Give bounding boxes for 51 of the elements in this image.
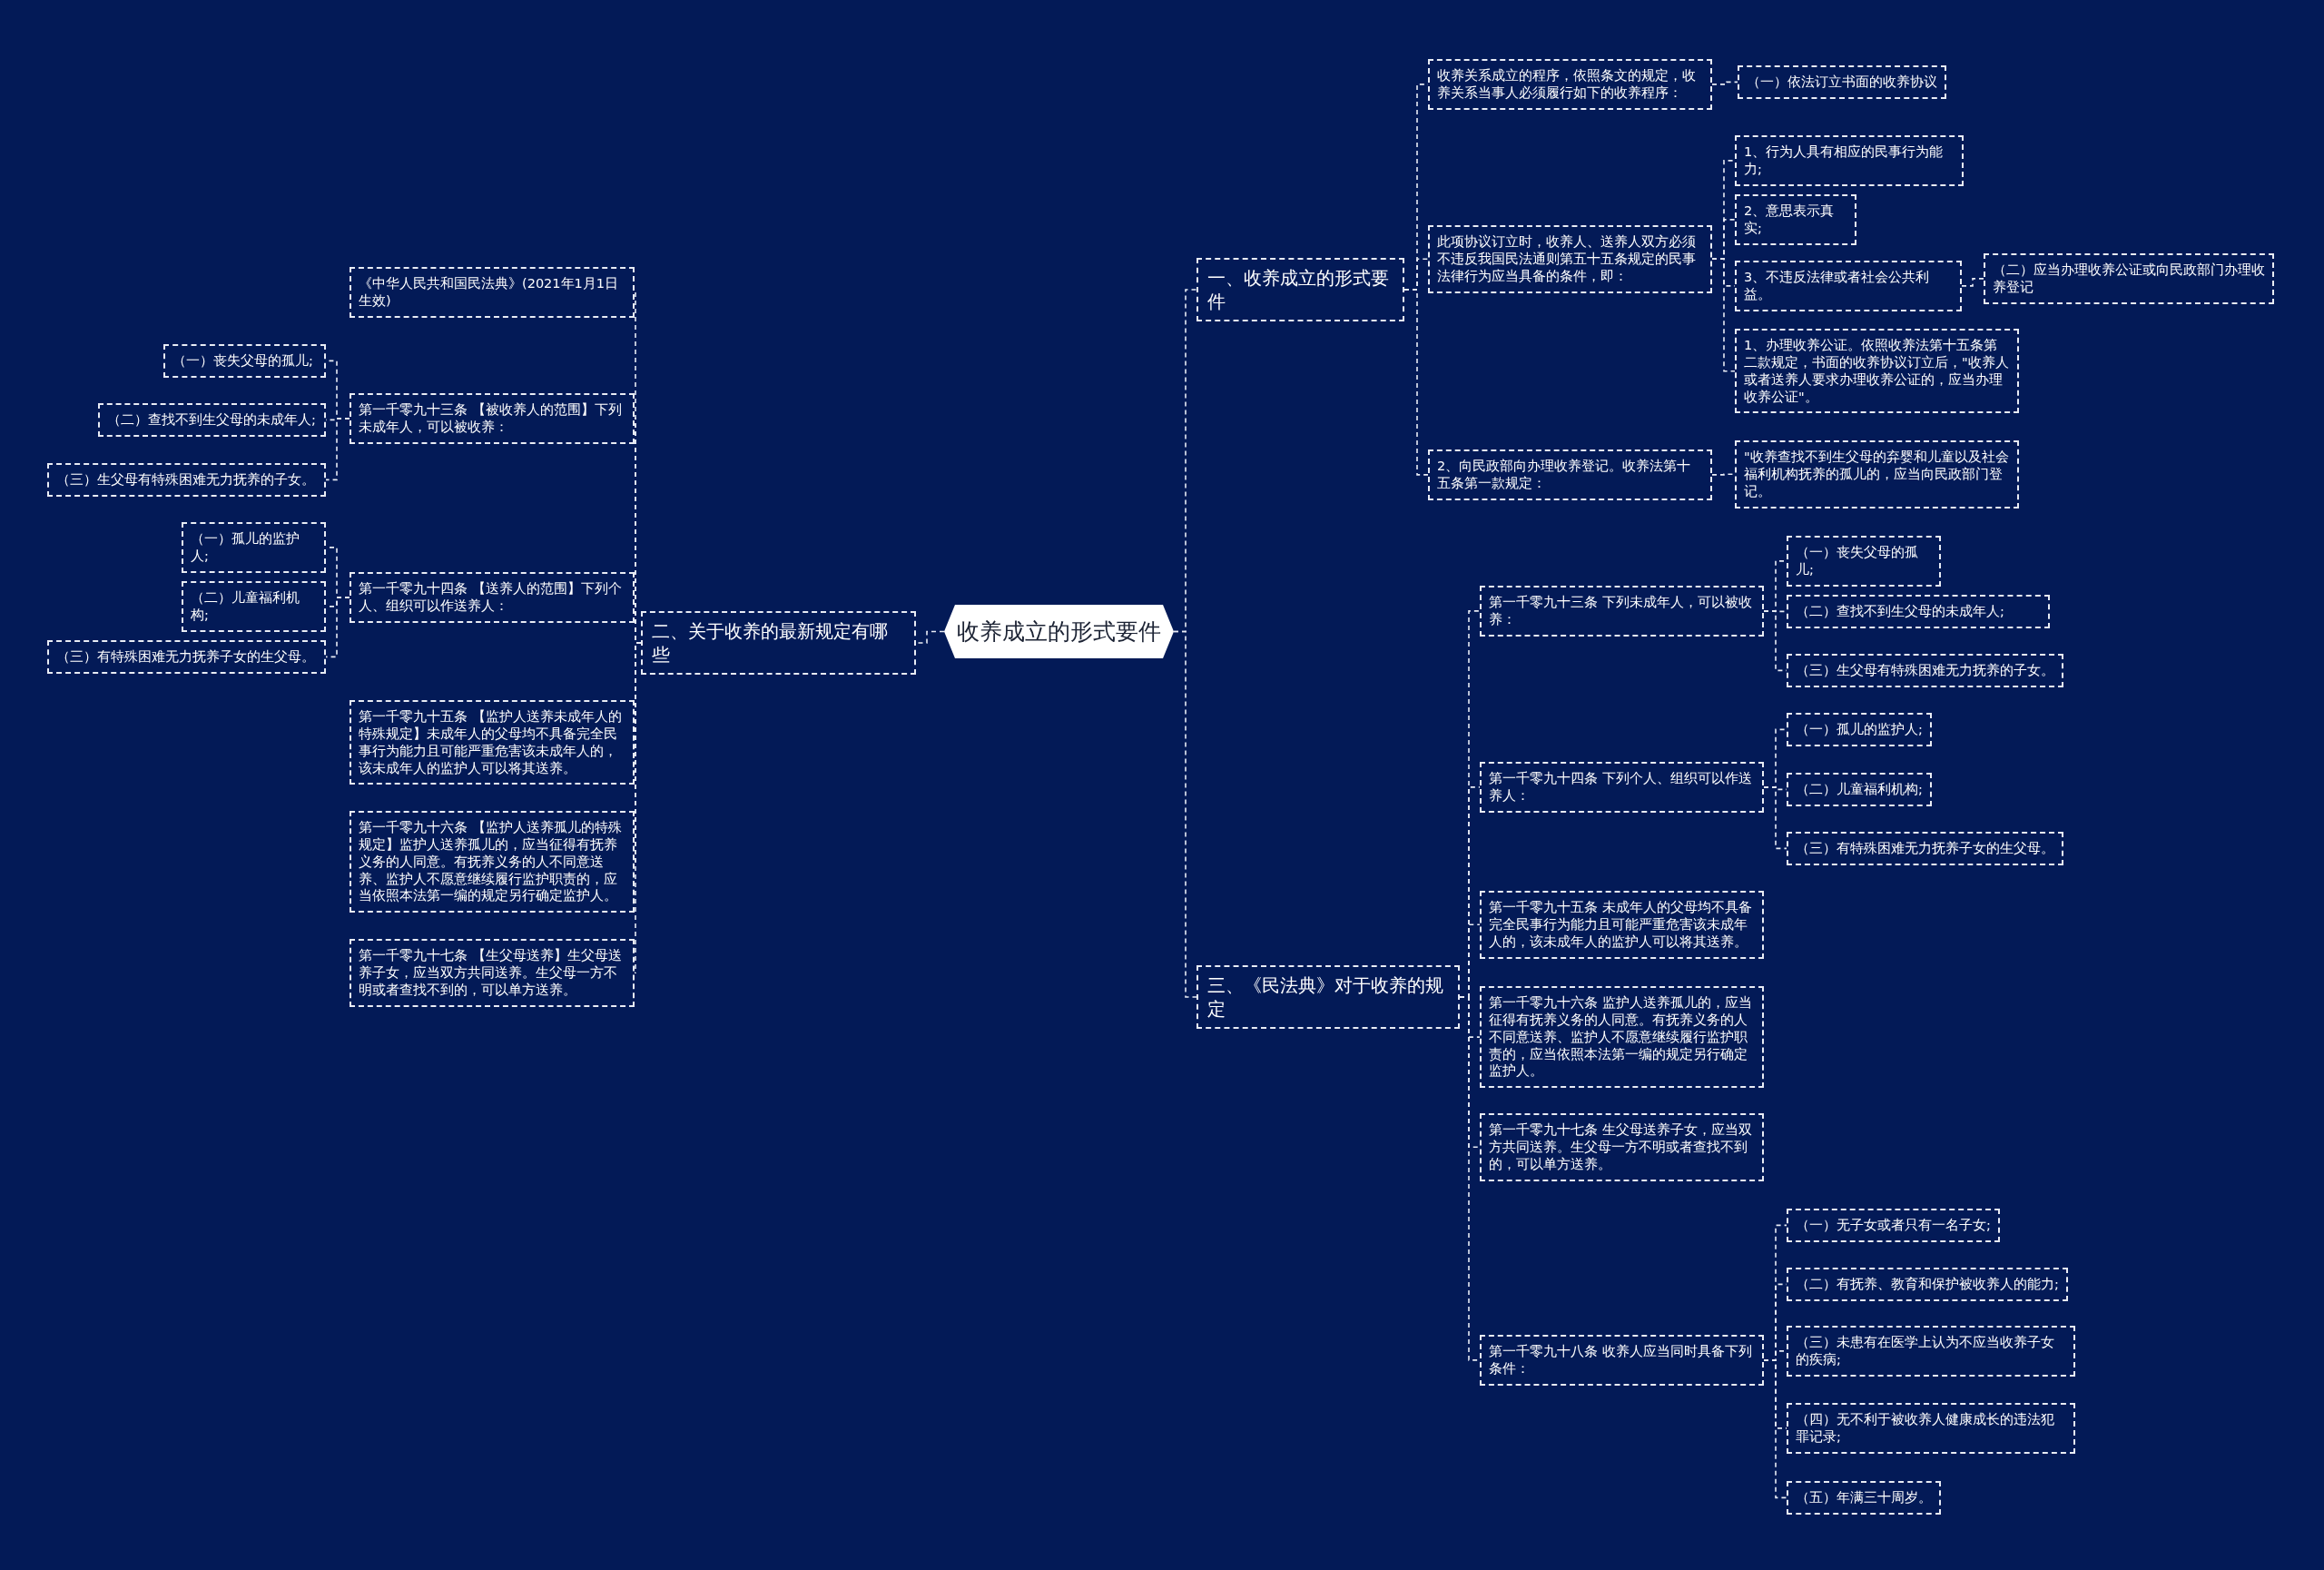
topic-box: 第一千零九十五条 【监护人送养未成年人的特殊规定】未成年人的父母均不具备完全民事行为能力且可能严重危害该未成年人的，该未成年人的监护人可以将其送养。 (350, 700, 635, 785)
branch-topic: 二、关于收养的最新规定有哪些 (641, 611, 916, 675)
topic-box: （二）儿童福利机构; (182, 581, 326, 632)
branch-topic: 三、《民法典》对于收养的规定 (1196, 965, 1460, 1029)
connector-line (1173, 630, 1197, 998)
topic-box: 第一千零九十三条 下列未成年人，可以被收养： (1480, 586, 1764, 637)
topic-box: （一）丧失父母的孤儿; (163, 344, 326, 378)
topic-box: （三）有特殊困难无力抚养子女的生父母。 (1787, 832, 2063, 865)
topic-box: （一）丧失父母的孤儿; (1787, 536, 1941, 587)
topic-box: （三）有特殊困难无力抚养子女的生父母。 (47, 640, 326, 674)
topic-box: 2、向民政部向办理收养登记。收养法第十五条第一款规定： (1428, 449, 1712, 500)
topic-box: 第一千零九十四条 下列个人、组织可以作送养人： (1480, 762, 1764, 813)
topic-box: 1、行为人具有相应的民事行为能力; (1735, 135, 1964, 186)
topic-box: （二）查找不到生父母的未成年人; (98, 403, 326, 437)
topic-box: （二）有抚养、教育和保护被收养人的能力; (1787, 1268, 2068, 1301)
topic-box: 第一千零九十六条 监护人送养孤儿的，应当征得有抚养义务的人同意。有抚养义务的人不同意送养、监护人不愿意继续履行监护职责的，应当依照本法第一编的规定另行确定监护人。 (1480, 986, 1764, 1089)
topic-box: （三）未患有在医学上认为不应当收养子女的疾病; (1787, 1326, 2075, 1377)
topic-box: 此项协议订立时，收养人、送养人双方必须不违反我国民法通则第五十五条规定的民事法律行为应当具备的条件，即： (1428, 225, 1712, 293)
topic-box: 第一千零九十七条 【生父母送养】生父母送养子女，应当双方共同送养。生父母一方不明或者查找不到的，可以单方送养。 (350, 939, 635, 1007)
connector-line (1763, 1359, 1787, 1499)
topic-box: 第一千零九十四条 【送养人的范围】下列个人、组织可以作送养人： (350, 572, 635, 623)
central-topic: 收养成立的形式要件 (944, 605, 1174, 658)
topic-box: （二）查找不到生父母的未成年人; (1787, 595, 2050, 628)
connector-line (1711, 258, 1736, 372)
topic-box: 第一千零九十八条 收养人应当同时具备下列条件： (1480, 1335, 1764, 1386)
branch-topic: 一、收养成立的形式要件 (1196, 258, 1404, 321)
topic-box: （二）儿童福利机构; (1787, 773, 1932, 806)
topic-box: 第一千零九十七条 生父母送养子女，应当双方共同送养。生父母一方不明或者查找不到的，可以单方送养。 (1480, 1113, 1764, 1181)
topic-box: 2、意思表示真实; (1735, 194, 1856, 245)
topic-box: （一）依法订立书面的收养协议 (1738, 65, 1946, 99)
topic-box: （二）应当办理收养公证或向民政部门办理收养登记 (1984, 253, 2274, 304)
topic-box: 3、不违反法律或者社会公共利益。 (1735, 261, 1962, 311)
topic-box: （一）孤儿的监护人; (182, 522, 326, 573)
topic-box: 第一千零九十三条 【被收养人的范围】下列未成年人，可以被收养： (350, 393, 635, 444)
topic-box: （三）生父母有特殊困难无力抚养的子女。 (1787, 654, 2063, 687)
connector-line (1403, 289, 1429, 476)
topic-box: （一）无子女或者只有一名子女; (1787, 1209, 2000, 1242)
connector-line (1961, 278, 1984, 287)
topic-box: （四）无不利于被收养人健康成长的违法犯罪记录; (1787, 1403, 2075, 1454)
topic-box: "收养查找不到生父母的弃婴和儿童以及社会福利机构抚养的孤儿的，应当向民政部门登记。 (1735, 440, 2019, 509)
topic-box: （五）年满三十周岁。 (1787, 1481, 1941, 1515)
topic-box: （三）生父母有特殊困难无力抚养的子女。 (47, 463, 326, 497)
connector-line (325, 418, 350, 481)
connector-line (1711, 81, 1738, 85)
topic-box: 收养关系成立的程序，依照条文的规定，收养关系当事人必须履行如下的收养程序： (1428, 59, 1712, 110)
topic-box: 第一千零九十五条 未成年人的父母均不具备完全民事行为能力且可能严重危害该未成年人的，该未成年人的监护人可以将其送养。 (1480, 891, 1764, 959)
topic-box: 1、办理收养公证。依照收养法第十五条第二款规定，书面的收养协议订立后，"收养人或者送养人要求办理收养公证的，应当办理收养公证"。 (1735, 329, 2019, 414)
topic-box: （一）孤儿的监护人; (1787, 713, 1932, 746)
connector-line (1763, 786, 1787, 850)
topic-box: 《中华人民共和国民法典》(2021年1月1日生效) (350, 267, 635, 318)
topic-box: 第一千零九十六条 【监护人送养孤儿的特殊规定】监护人送养孤儿的，应当征得有抚养义务的人同意。有抚养义务的人不同意送养、监护人不愿意继续履行监护职责的，应当依照本法第一编的规定另行确定监护人。 (350, 811, 635, 913)
